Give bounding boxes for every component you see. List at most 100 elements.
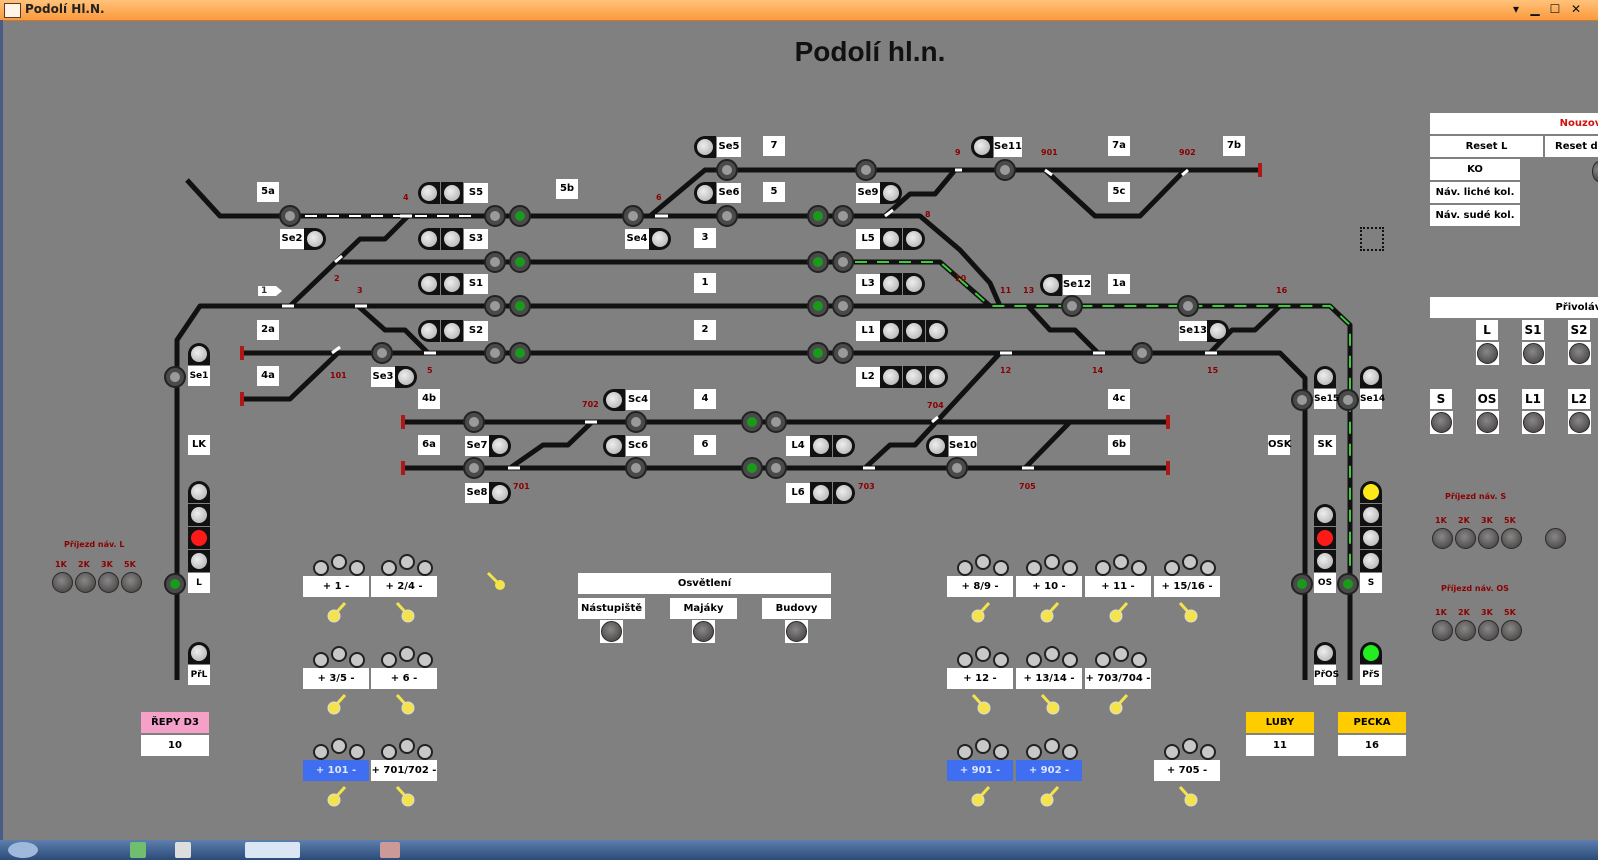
track-segment	[883, 168, 957, 218]
switch-toggle-button[interactable]: + 10 -	[1016, 576, 1082, 597]
switch-pointer-icon	[395, 785, 415, 807]
arrival-key-5k[interactable]	[121, 572, 142, 593]
switch-position-lamp	[313, 744, 329, 760]
track-lamp-green	[1343, 579, 1353, 589]
nav-liche-button[interactable]: Náv. liché kol.	[1430, 182, 1520, 203]
reset-l-button[interactable]: Reset L	[1430, 136, 1543, 157]
switch-control: + 703/704 -	[1085, 644, 1152, 715]
switch-toggle-button[interactable]: + 8/9 -	[947, 576, 1013, 597]
arrival-key-3k[interactable]	[1478, 528, 1499, 549]
switch-toggle-button[interactable]: + 705 -	[1154, 760, 1220, 781]
switch-toggle-button[interactable]: + 11 -	[1085, 576, 1151, 597]
calling-on-l2-button[interactable]	[1567, 411, 1591, 434]
switch-number: 705	[1019, 482, 1036, 491]
arrival-key-2k[interactable]	[1455, 528, 1476, 549]
arrival-key-1k[interactable]	[1432, 528, 1453, 549]
switch-toggle-button[interactable]: + 15/16 -	[1154, 576, 1220, 597]
lamp-off	[836, 485, 852, 501]
lighting-beacons-button[interactable]: Majáky	[670, 598, 737, 619]
switch-number: 6	[656, 193, 662, 202]
taskbar-app[interactable]	[130, 842, 146, 858]
maximize-button[interactable]: ☐	[1549, 2, 1561, 16]
calling-on-l1-button[interactable]	[1521, 411, 1545, 434]
taskbar-app[interactable]	[175, 842, 191, 858]
switch-toggle-button[interactable]: + 101 -	[303, 760, 369, 781]
switch-position-lamp	[975, 554, 991, 570]
track-lamp-off	[1183, 301, 1193, 311]
switch-position-lamp	[1182, 738, 1198, 754]
signal-label: S2	[464, 321, 488, 341]
knob-icon	[1568, 412, 1590, 433]
lighting-platforms-toggle[interactable]	[600, 620, 623, 643]
reset-d-button[interactable]: Reset de	[1545, 136, 1598, 157]
arrival-key-1k[interactable]	[1432, 620, 1453, 641]
nav-sude-button[interactable]: Náv. sudé kol.	[1430, 205, 1520, 226]
calling-on-os-button[interactable]	[1475, 411, 1499, 434]
buffer-stop	[240, 392, 244, 406]
signal-lamp	[188, 642, 210, 664]
arrival-key-label: 2K	[1458, 608, 1470, 617]
arrival-key-3k[interactable]	[98, 572, 119, 593]
arrival-key-1k[interactable]	[52, 572, 73, 593]
calling-on-l-button[interactable]	[1475, 342, 1499, 365]
arrival-key-3k[interactable]	[1478, 620, 1499, 641]
calling-on-s-button[interactable]	[1429, 411, 1453, 434]
close-button[interactable]: ✕	[1570, 2, 1582, 16]
minimize-button[interactable]: ▁	[1530, 2, 1540, 16]
window-menu-button[interactable]: ▾	[1512, 2, 1520, 16]
ko-button[interactable]: KO	[1430, 159, 1520, 180]
signal-lamp	[489, 435, 511, 457]
knob-icon	[1522, 343, 1544, 364]
lighting-platforms-button[interactable]: Nástupiště	[578, 598, 645, 619]
arrival-key-label: 3K	[1481, 516, 1493, 525]
lighting-beacons-toggle[interactable]	[692, 620, 715, 643]
track-label-5b: 5b	[556, 179, 578, 199]
signal-lamp	[903, 228, 925, 250]
switch-toggle-button[interactable]: + 2/4 -	[371, 576, 437, 597]
taskbar-app[interactable]	[380, 842, 400, 858]
switch-toggle-button[interactable]: + 6 -	[371, 668, 437, 689]
track-segment	[648, 167, 1262, 218]
lamp-off	[929, 323, 945, 339]
switch-position-lamp	[1026, 652, 1042, 668]
signal-label: L2	[856, 367, 880, 387]
arrival-key-5k[interactable]	[1501, 528, 1522, 549]
switch-toggle-button[interactable]: + 1 -	[303, 576, 369, 597]
switch-number: 13	[1023, 286, 1035, 295]
switch-toggle-button[interactable]: + 902 -	[1016, 760, 1082, 781]
station-pecka-value[interactable]: 16	[1338, 735, 1406, 756]
station-repy-value[interactable]: 10	[141, 735, 209, 756]
switch-pointer-icon	[327, 693, 347, 715]
calling-on-s1-button[interactable]	[1521, 342, 1545, 365]
lamp-off	[606, 438, 622, 454]
arrival-S-extra-knob[interactable]	[1545, 528, 1566, 549]
switch-position-lamp	[381, 560, 397, 576]
station-luby-value[interactable]: 11	[1246, 735, 1314, 756]
buffer-stop	[1166, 415, 1170, 429]
signal-lamp	[833, 482, 855, 504]
taskbar-app-active[interactable]	[245, 842, 300, 858]
page-title: Podolí hl.n.	[794, 36, 946, 67]
lighting-buildings-button[interactable]: Budovy	[762, 598, 831, 619]
switch-toggle-button[interactable]: + 12 -	[947, 668, 1013, 689]
switch-toggle-button[interactable]: + 701/702 -	[371, 760, 437, 781]
arrival-key-5k[interactable]	[1501, 620, 1522, 641]
signal-label: Se2	[280, 229, 304, 249]
arrival-key-2k[interactable]	[1455, 620, 1476, 641]
start-button[interactable]	[8, 842, 38, 858]
arrival-key-2k[interactable]	[75, 572, 96, 593]
switch-toggle-button[interactable]: + 703/704 -	[1085, 668, 1151, 689]
switch-control: + 12 -	[947, 644, 1014, 715]
switch-toggle-button[interactable]: + 3/5 -	[303, 668, 369, 689]
track-lamp-off	[952, 463, 962, 473]
switch-toggle-button[interactable]: + 901 -	[947, 760, 1013, 781]
arrival-key-label: 1K	[55, 560, 67, 569]
lamp-off	[191, 484, 207, 500]
lighting-buildings-toggle[interactable]	[785, 620, 808, 643]
buffer-stop	[240, 346, 244, 360]
switch-position-lamp	[381, 744, 397, 760]
switch-toggle-button[interactable]: + 13/14 -	[1016, 668, 1082, 689]
signal-label: L3	[856, 274, 880, 294]
calling-on-s2-button[interactable]	[1567, 342, 1591, 365]
signal-lamp	[880, 320, 902, 342]
